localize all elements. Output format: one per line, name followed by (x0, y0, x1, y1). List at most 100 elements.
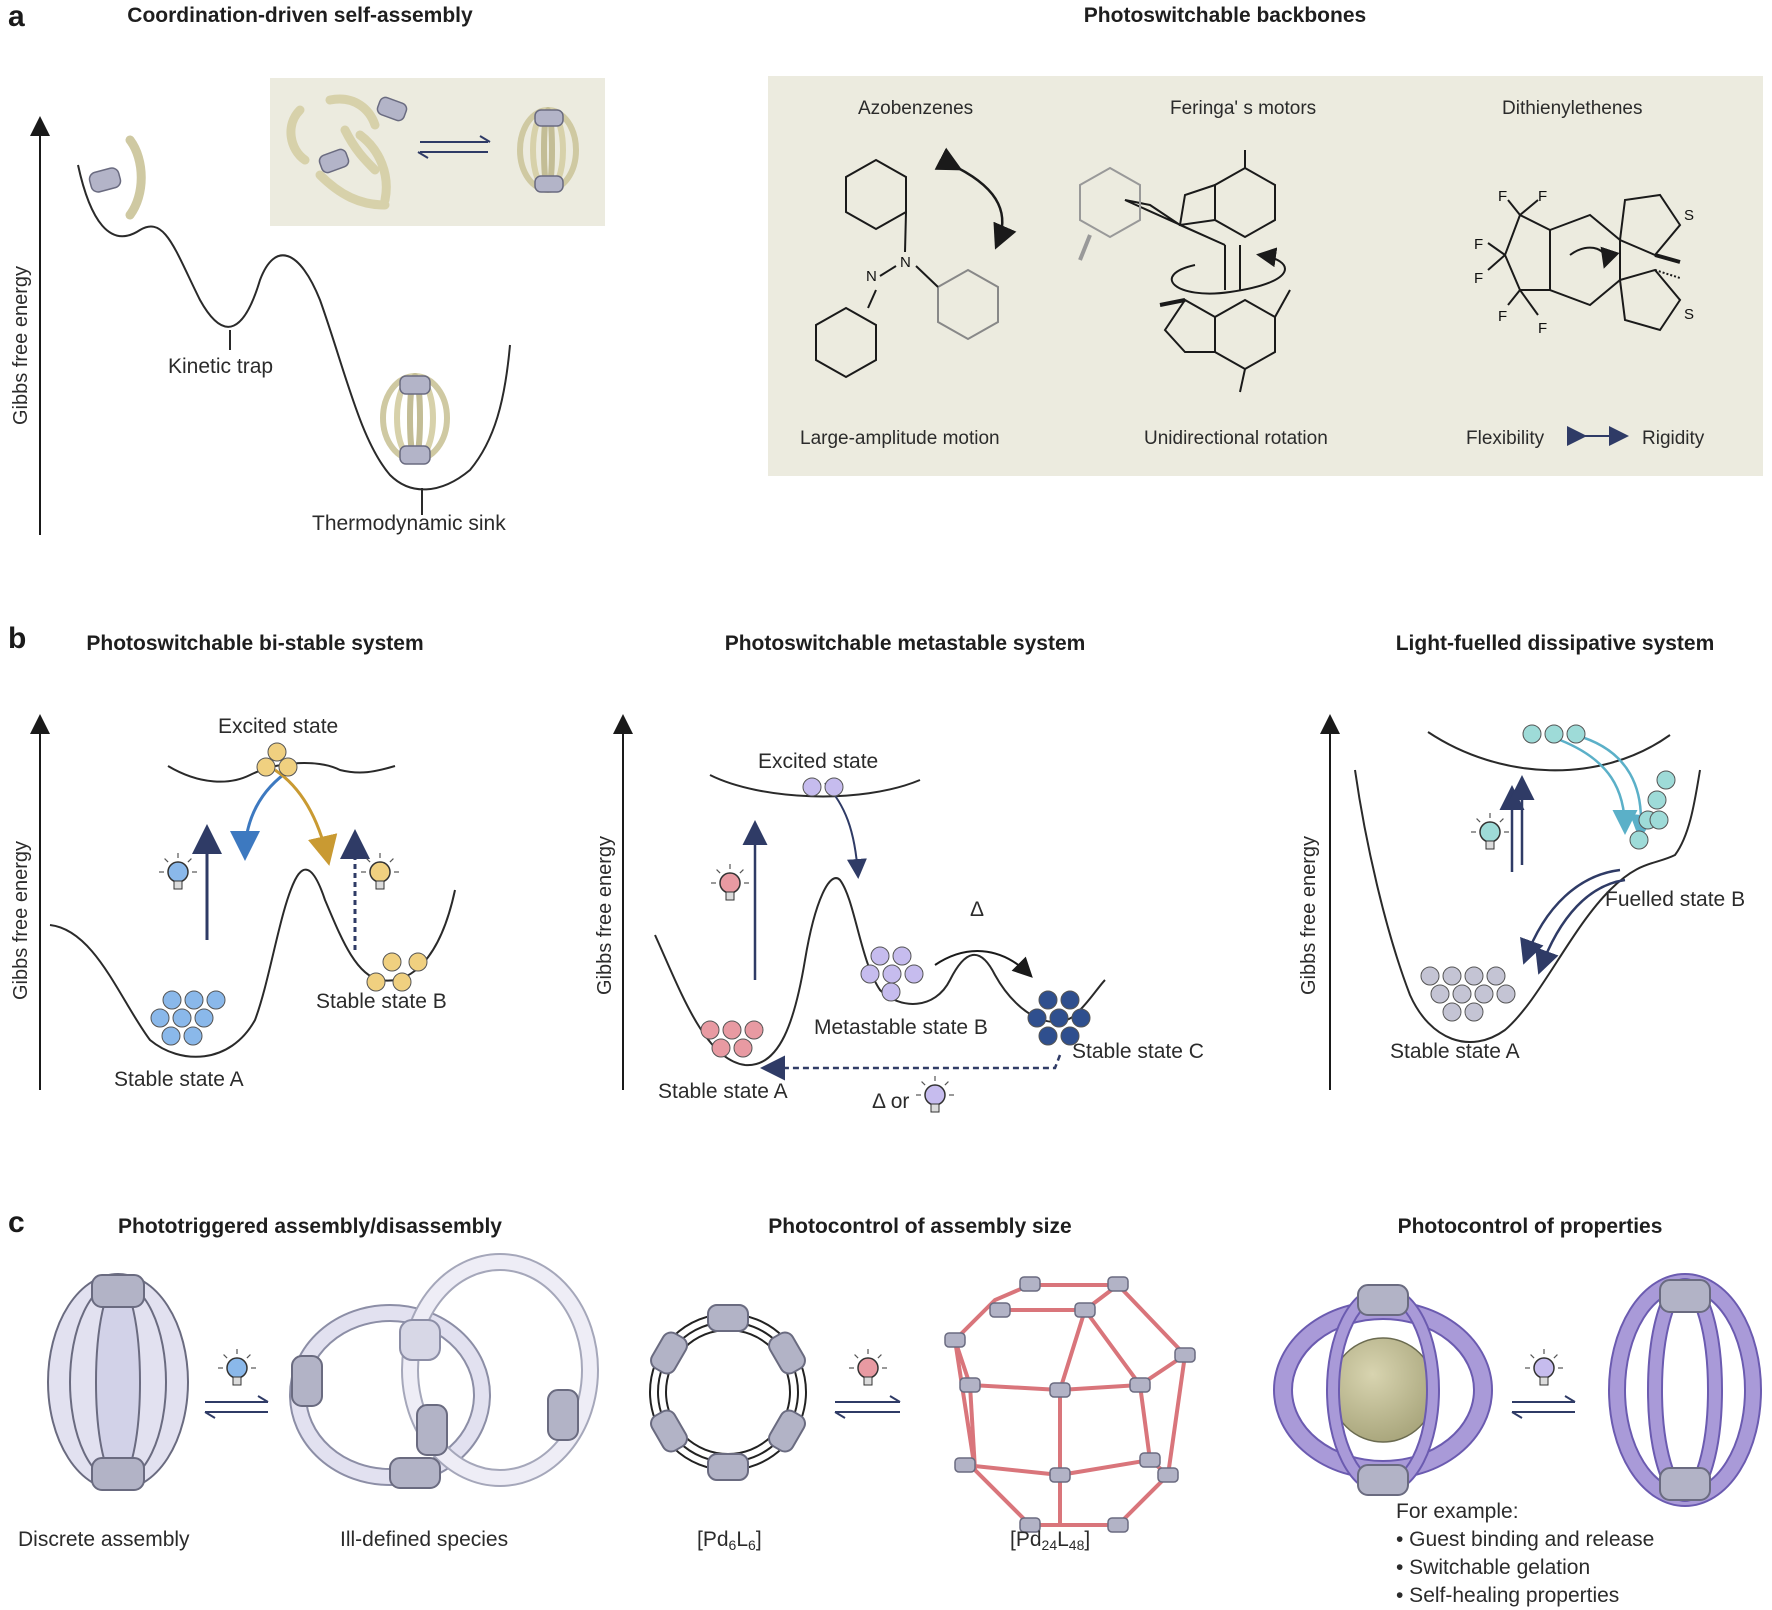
ball-stable-a-red-3 (711, 1038, 731, 1058)
assembly-inset (270, 78, 605, 226)
ball-stable-a-blue-2 (206, 990, 226, 1010)
bulb-icon-c2 (849, 1349, 887, 1386)
caption-rigidity: Rigidity (1642, 428, 1705, 449)
ball-stable-a-grey-0 (1420, 966, 1440, 986)
ball-stable-a-blue-7 (183, 1026, 203, 1046)
example-guest: • Guest binding and release (1396, 1528, 1655, 1551)
pd24l48-sphere (944, 1276, 1196, 1533)
ball-metastable-purple-4 (904, 964, 924, 984)
label-pd24l48: [Pd24L48] (1010, 1528, 1091, 1553)
example-self-healing: • Self-healing properties (1396, 1584, 1620, 1607)
title-backbones: Photoswitchable backbones (1083, 4, 1367, 27)
label-metastable-b: Metastable state B (814, 1016, 988, 1039)
label-delta: Δ (970, 898, 985, 921)
azobenzene-structure (815, 147, 1017, 379)
empty-purple-cage (1608, 1273, 1762, 1507)
ball-stable-a-red-1 (722, 1020, 742, 1040)
atom-f3: F (1474, 236, 1484, 253)
ball-stable-c-navy-6 (1060, 1026, 1080, 1046)
feringa-motor-structure (1078, 150, 1291, 393)
ball-stable-a-grey-5 (1452, 984, 1472, 1004)
ball-stable-a-blue-4 (172, 1008, 192, 1028)
ball-excited-teal-0 (1522, 724, 1542, 744)
caption-unidirectional: Unidirectional rotation (1144, 428, 1328, 449)
ball-stable-a-red-4 (733, 1038, 753, 1058)
ball-stable-b-yellow-3 (392, 972, 412, 992)
bulb-icon-yellow (361, 853, 399, 890)
atom-f4: F (1474, 270, 1484, 287)
ball-stable-a-grey-3 (1486, 966, 1506, 986)
ball-stable-a-blue-0 (162, 990, 182, 1010)
panel-letter-a: a (8, 0, 25, 33)
label-stable-b-bistable: Stable state B (316, 990, 447, 1013)
ball-excited-purple-0 (802, 777, 822, 797)
ball-stable-a-blue-6 (161, 1026, 181, 1046)
ball-excited-yellow-0 (256, 757, 276, 777)
dithienylethene-structure (1487, 193, 1682, 332)
ball-stable-c-navy-4 (1071, 1008, 1091, 1028)
atom-f1: F (1498, 188, 1508, 205)
ball-stable-c-navy-0 (1038, 990, 1058, 1010)
label-excited-bistable: Excited state (218, 715, 339, 738)
panel-letter-b: b (8, 622, 27, 655)
ball-stable-a-red-2 (744, 1020, 764, 1040)
label-stable-a-bistable: Stable state A (114, 1068, 244, 1091)
label-delta-or: Δ or (872, 1090, 910, 1113)
panel-a-energy-diagram (30, 116, 511, 535)
label-pd6l6: [Pd6L6] (697, 1528, 762, 1553)
cage-in-sink (380, 373, 450, 465)
label-excited-metastable: Excited state (758, 750, 879, 773)
title-self-assembly: Coordination-driven self-assembly (127, 4, 473, 27)
ball-stable-a-red-0 (700, 1020, 720, 1040)
title-properties: Photocontrol of properties (1397, 1215, 1663, 1238)
y-axis-label-bistable: Gibbs free energy (10, 841, 32, 1000)
discrete-cage (47, 1273, 189, 1491)
ball-excited-teal-2 (1566, 724, 1586, 744)
ball-stable-b-yellow-0 (382, 952, 402, 972)
bulb-icon-red (711, 864, 749, 901)
title-metastable: Photoswitchable metastable system (724, 632, 1086, 655)
label-fuelled-b: Fuelled state B (1605, 888, 1746, 911)
ball-fuelled-teal-3 (1629, 830, 1649, 850)
ball-metastable-purple-0 (870, 946, 890, 966)
ball-stable-c-navy-5 (1038, 1026, 1058, 1046)
ball-metastable-purple-3 (882, 964, 902, 984)
y-axis-label-dissipative: Gibbs free energy (1298, 836, 1320, 995)
y-axis-label-metastable: Gibbs free energy (594, 836, 616, 995)
ball-stable-a-blue-5 (194, 1008, 214, 1028)
examples-head: For example: (1396, 1500, 1519, 1523)
ball-fuelled-teal-4 (1649, 810, 1669, 830)
pd6l6-ring (649, 1304, 807, 1481)
label-stable-a-metastable: Stable state A (658, 1080, 788, 1103)
ball-metastable-purple-2 (860, 964, 880, 984)
label-stable-c: Stable state C (1072, 1040, 1204, 1063)
host-guest-cage (1273, 1284, 1493, 1496)
label-thermo-sink: Thermodynamic sink (312, 512, 506, 535)
label-azobenzenes: Azobenzenes (858, 98, 974, 119)
ball-stable-b-yellow-2 (366, 972, 386, 992)
ball-stable-a-grey-2 (1464, 966, 1484, 986)
ball-stable-c-navy-2 (1027, 1008, 1047, 1028)
bulb-icon-c3 (1525, 1349, 1563, 1386)
atom-s1: S (1684, 207, 1695, 224)
ball-stable-a-grey-7 (1496, 984, 1516, 1004)
atom-f2: F (1538, 188, 1548, 205)
ball-excited-purple-1 (824, 777, 844, 797)
backbones-box (768, 76, 1763, 476)
example-gelation: • Switchable gelation (1396, 1556, 1591, 1579)
atom-s2: S (1684, 306, 1695, 323)
panel-letter-c: c (8, 1206, 25, 1239)
ball-stable-c-navy-1 (1060, 990, 1080, 1010)
y-axis-label-a: Gibbs free energy (10, 266, 32, 425)
bulb-icon-blue (159, 853, 197, 890)
label-feringa: Feringa' s motors (1170, 98, 1317, 119)
ill-defined-species (289, 1253, 599, 1489)
equilibrium-arrows-c (204, 1395, 1576, 1419)
atom-n2: N (900, 254, 911, 271)
ball-metastable-purple-5 (881, 982, 901, 1002)
title-phototriggered: Phototriggered assembly/disassembly (118, 1215, 502, 1238)
atom-n1: N (866, 268, 877, 285)
ball-stable-c-navy-3 (1049, 1008, 1069, 1028)
